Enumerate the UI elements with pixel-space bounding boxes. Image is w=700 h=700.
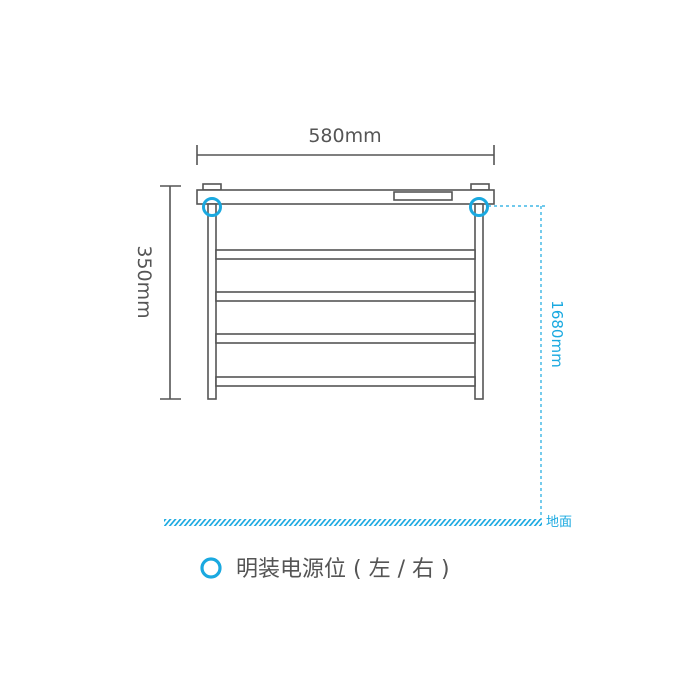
right-top-cap xyxy=(470,183,490,191)
rack-bar-4 xyxy=(215,376,476,387)
floor-label: 地面 xyxy=(546,515,572,530)
width-label: 580mm xyxy=(308,125,381,147)
height-label: 350mm xyxy=(133,245,155,318)
floor-hatch xyxy=(164,519,542,526)
height-dimension xyxy=(160,185,181,400)
rack-bar-3 xyxy=(215,333,476,344)
left-rail xyxy=(207,203,217,400)
left-top-cap xyxy=(202,183,222,191)
circle-outline-icon xyxy=(200,557,222,579)
width-dimension xyxy=(196,145,495,165)
left-power-point-icon xyxy=(202,197,222,217)
rack-bar-2 xyxy=(215,291,476,302)
rack-bar-1 xyxy=(215,249,476,260)
mount-height-dimension xyxy=(488,205,548,520)
towel-rack xyxy=(196,183,495,400)
mount-height-label: 1680mm xyxy=(548,300,566,367)
legend-label: 明装电源位 ( 左 / 右 ) xyxy=(236,557,450,582)
control-panel xyxy=(393,191,453,201)
right-rail xyxy=(474,203,484,400)
right-power-point-icon xyxy=(469,197,489,217)
